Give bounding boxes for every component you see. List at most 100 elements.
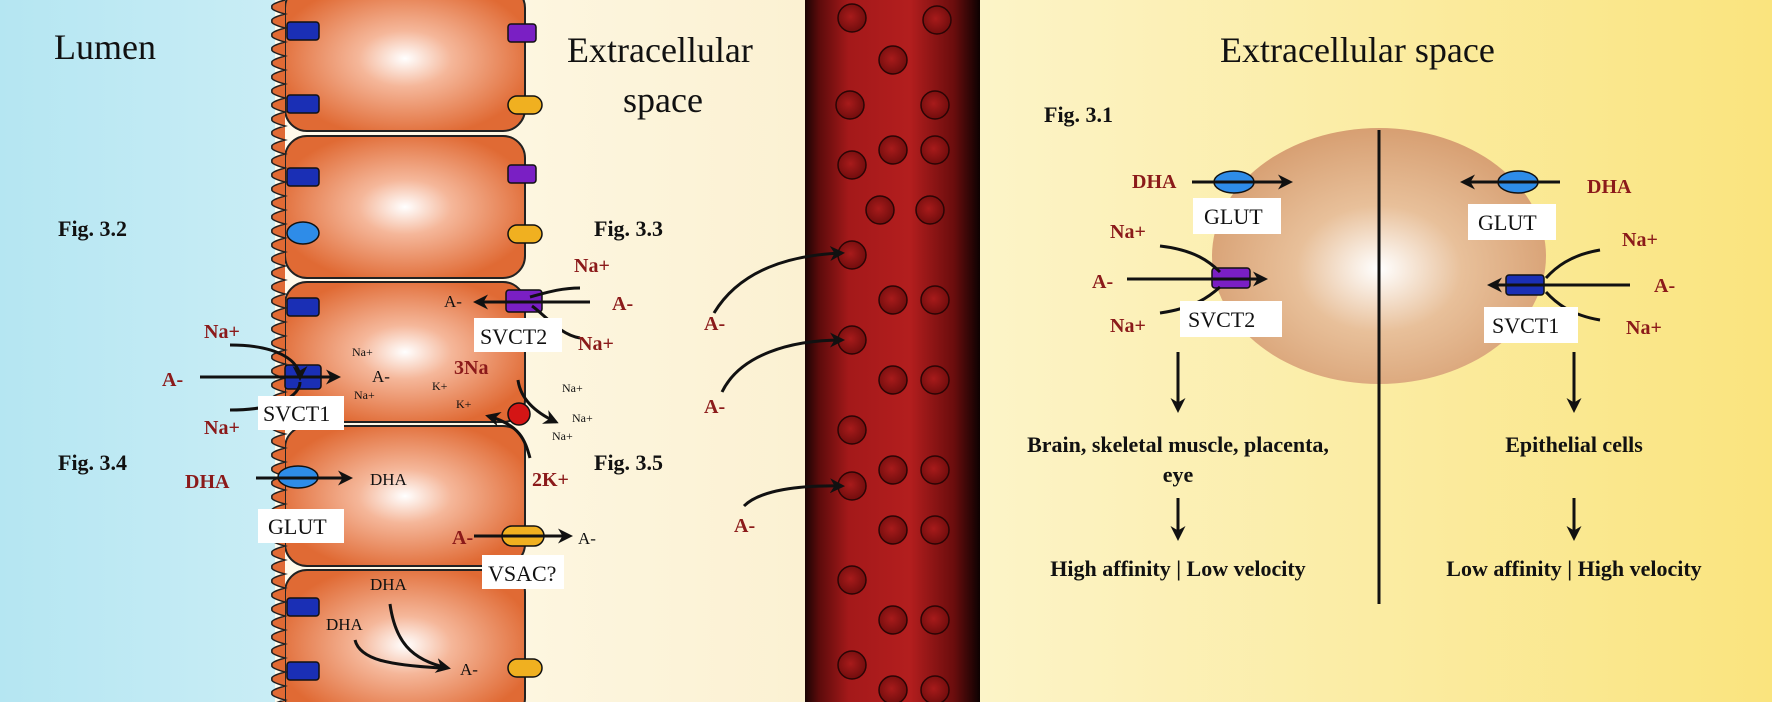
red-blood-cell: [878, 285, 908, 315]
svct2-label-right: SVCT2: [1188, 307, 1255, 332]
svct2-tissues-line1: Brain, skeletal muscle, placenta,: [1027, 432, 1329, 457]
red-blood-cell: [915, 195, 945, 225]
red-blood-cell: [920, 365, 950, 395]
na-label: Na+: [204, 417, 240, 439]
red-blood-cell: [837, 325, 867, 355]
red-blood-cell: [837, 150, 867, 180]
na-label: Na+: [1110, 315, 1146, 337]
epithelial-cell: [284, 0, 526, 132]
red-blood-cell: [920, 135, 950, 165]
a-minus-label: A-: [704, 313, 725, 335]
svct1-transporter: [286, 21, 320, 41]
epithelial-cell: [284, 425, 526, 567]
fig-3-3-label: Fig. 3.3: [594, 216, 663, 241]
intracellular-na-label: Na+: [354, 388, 375, 402]
na-label: Na+: [1110, 221, 1146, 243]
fig-3-1-panel: [1127, 128, 1630, 604]
fig-3-4-label: Fig. 3.4: [58, 450, 127, 475]
extracellular-heading-line2: space: [623, 80, 703, 120]
dha-label: DHA: [1587, 176, 1632, 198]
svct1-label-right: SVCT1: [1492, 313, 1559, 338]
a-minus-label: A-: [452, 527, 473, 549]
a-minus-label: A-: [444, 292, 462, 311]
intracellular-dha-label: DHA: [370, 470, 408, 489]
a-minus-label: A-: [734, 515, 755, 537]
glut-label-right: GLUT: [1478, 210, 1537, 235]
svct1-label: SVCT1: [263, 401, 330, 426]
a-minus-label: A-: [578, 529, 596, 548]
red-blood-cell: [878, 365, 908, 395]
red-blood-cell: [837, 415, 867, 445]
svct2-label: SVCT2: [480, 324, 547, 349]
epithelial-cell: [284, 135, 526, 279]
intracellular-na-label: Na+: [352, 345, 373, 359]
intracellular-a-minus-label: A-: [460, 660, 478, 679]
svct2-tissues-line2: eye: [1163, 462, 1194, 487]
svct2-transporter: [507, 164, 537, 184]
red-blood-cell: [837, 471, 867, 501]
red-blood-cell: [837, 565, 867, 595]
intracellular-dha-label: DHA: [370, 575, 408, 594]
vsac-channel: [507, 224, 543, 244]
vsac-channel: [507, 658, 543, 678]
red-blood-cell: [878, 135, 908, 165]
vsac-label: VSAC?: [488, 561, 556, 586]
red-blood-cell: [837, 650, 867, 680]
glut-label-left: GLUT: [1204, 204, 1263, 229]
a-minus-label: A-: [612, 293, 633, 315]
two-k-label: 2K+: [532, 469, 569, 491]
red-blood-cell: [920, 90, 950, 120]
na-label: Na+: [1622, 229, 1658, 251]
svct1-transporter: [286, 94, 320, 114]
extracellular-na-label: Na+: [552, 429, 573, 443]
red-blood-cell: [878, 455, 908, 485]
na-label: Na+: [578, 333, 614, 355]
red-blood-cell: [878, 515, 908, 545]
svct1-transporter: [286, 297, 320, 317]
fig-3-2-label: Fig. 3.2: [58, 216, 127, 241]
svct1-tissues: Epithelial cells: [1505, 432, 1643, 457]
fig-3-5-label: Fig. 3.5: [594, 450, 663, 475]
intracellular-k-label: K+: [456, 397, 472, 411]
blood-vessel: [805, 0, 980, 702]
dha-label: DHA: [185, 471, 230, 493]
svct2-kinetics: High affinity | Low velocity: [1050, 556, 1305, 581]
red-blood-cell: [920, 605, 950, 635]
svct1-kinetics: Low affinity | High velocity: [1446, 556, 1701, 581]
glut-label: GLUT: [268, 514, 327, 539]
extracellular-na-label: Na+: [572, 411, 593, 425]
red-blood-cells: [835, 3, 952, 702]
intracellular-dha-label: DHA: [326, 615, 364, 634]
na-label: Na+: [574, 255, 610, 277]
dha-label: DHA: [1132, 171, 1177, 193]
a-minus-label: A-: [1654, 275, 1675, 297]
extracellular-heading-line1: Extracellular: [567, 30, 753, 70]
red-blood-cell: [837, 3, 867, 33]
vsac-channel: [507, 95, 543, 115]
red-blood-cell: [878, 45, 908, 75]
three-na-label: 3Na: [454, 357, 488, 379]
glut-transporter: [286, 221, 320, 245]
na-label: Na+: [1626, 317, 1662, 339]
a-minus-label: A-: [1092, 271, 1113, 293]
red-blood-cell: [837, 240, 867, 270]
red-blood-cell: [922, 5, 952, 35]
label-boxes: [258, 198, 1578, 589]
svct1-transporter: [286, 597, 320, 617]
svct2-transporter: [507, 23, 537, 43]
a-minus-label: A-: [704, 396, 725, 418]
na-label: Na+: [204, 321, 240, 343]
svct1-transporter: [286, 167, 320, 187]
left-arrows: [200, 245, 845, 673]
lumen-heading: Lumen: [54, 27, 156, 67]
fig-3-1-label: Fig. 3.1: [1044, 102, 1113, 127]
red-blood-cell: [920, 675, 950, 702]
red-blood-cell: [920, 455, 950, 485]
red-blood-cell: [920, 515, 950, 545]
a-minus-label: A-: [162, 369, 183, 391]
intracellular-k-label: K+: [432, 379, 448, 393]
lumen-region: [0, 0, 275, 702]
red-blood-cell: [920, 285, 950, 315]
svct1-transporter: [286, 661, 320, 681]
